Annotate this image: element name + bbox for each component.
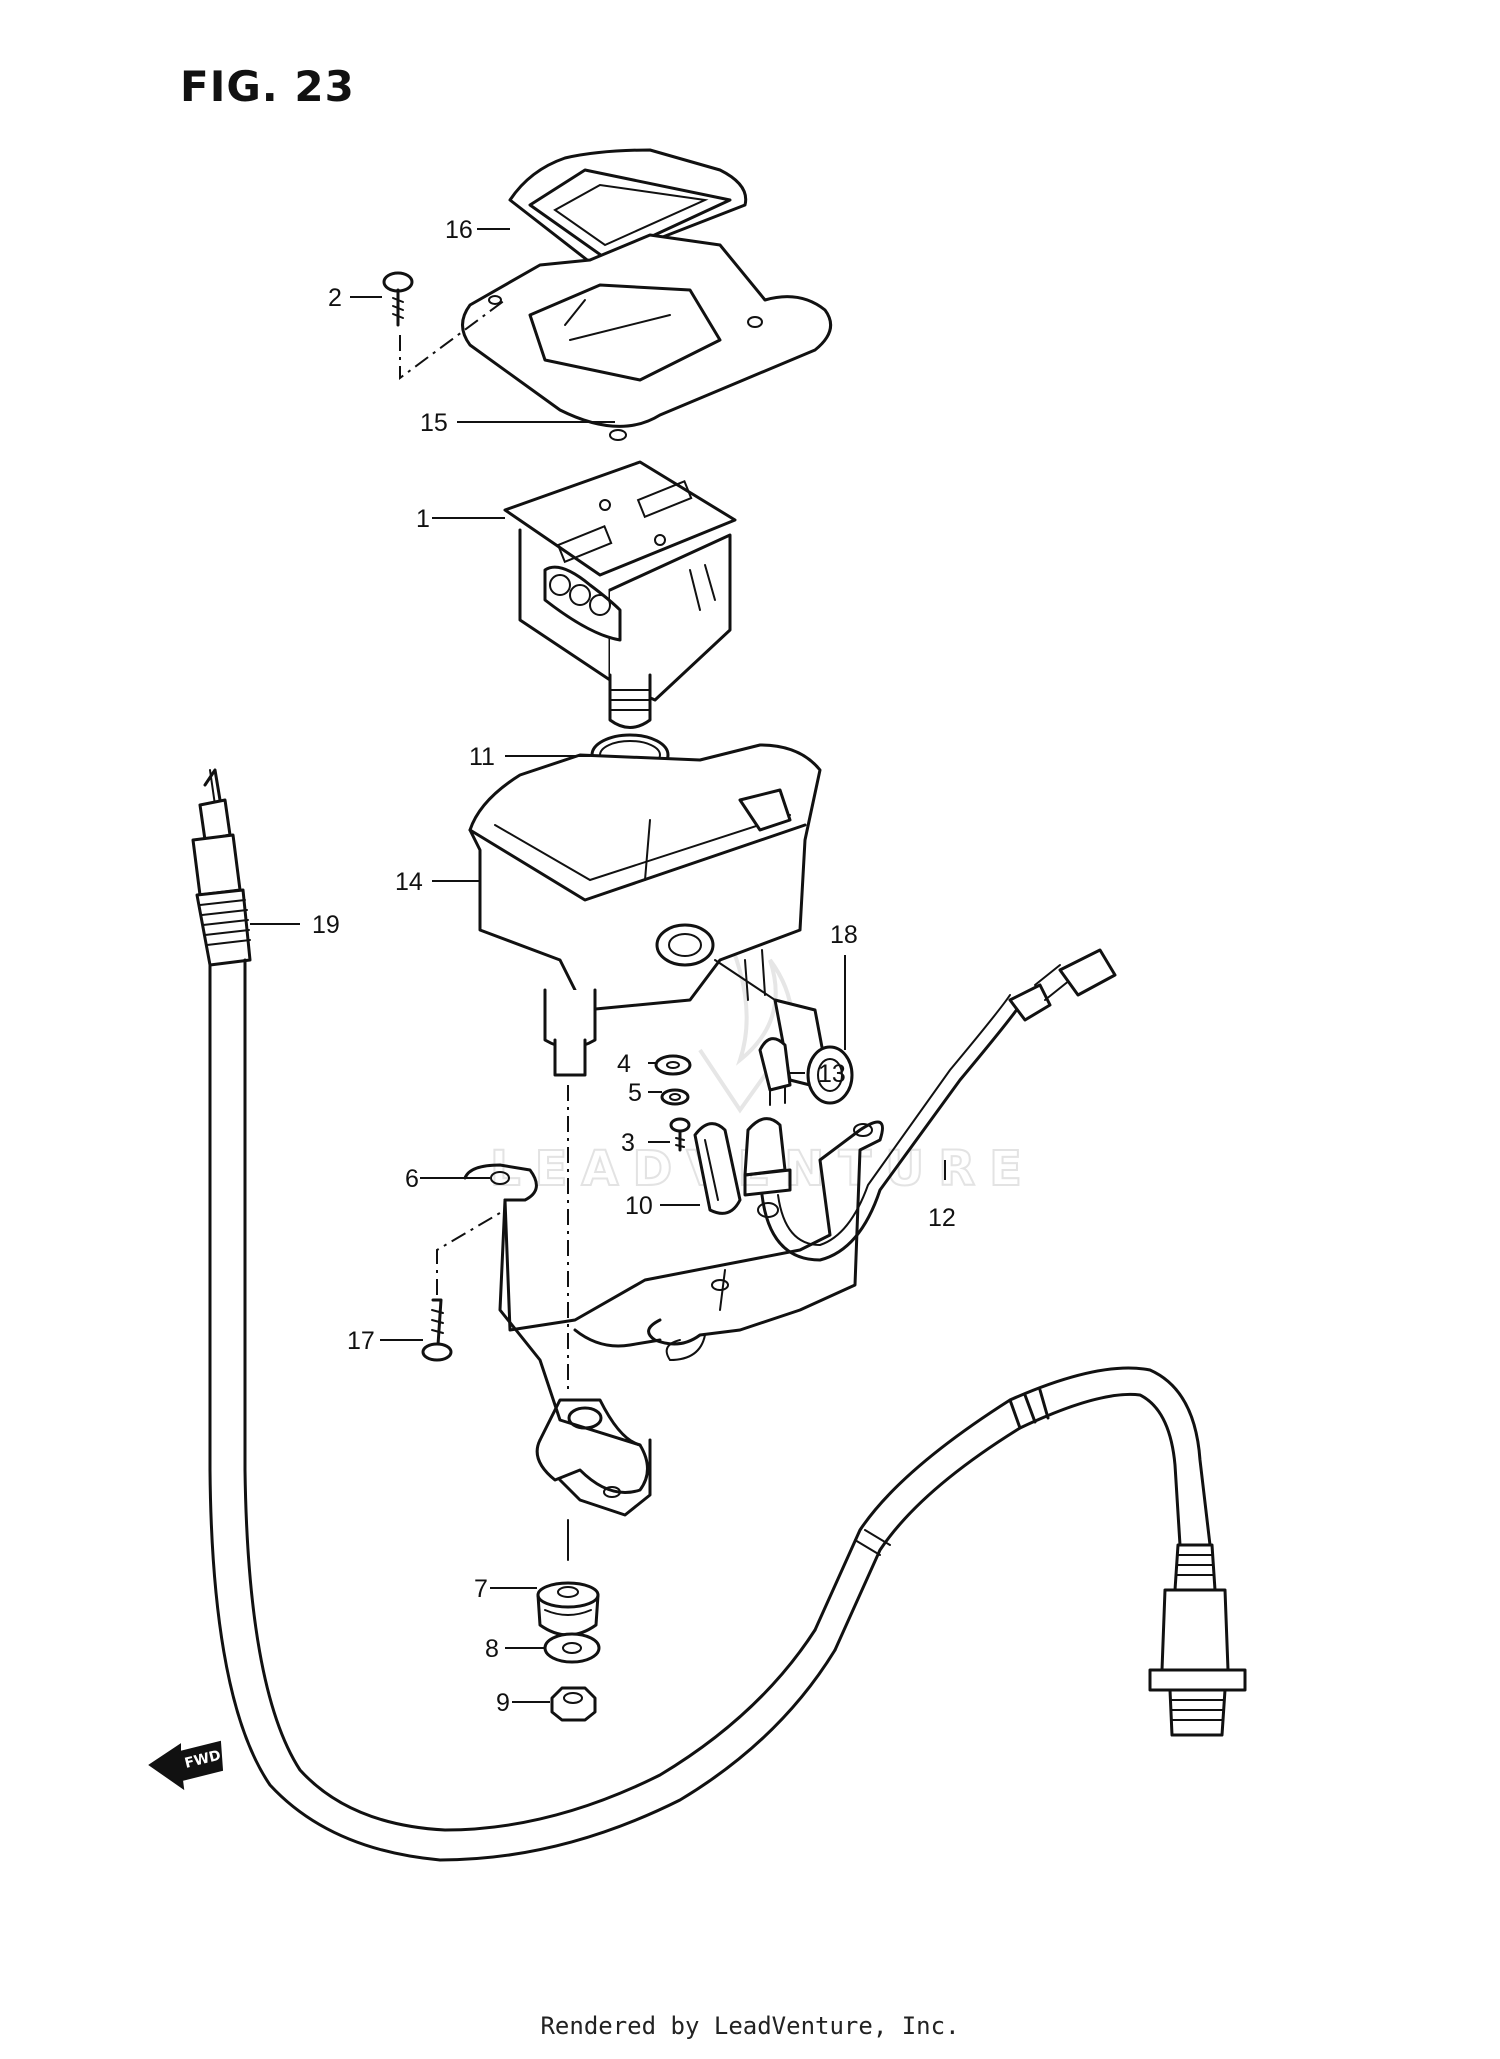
footer-credit: Rendered by LeadVenture, Inc. (540, 2012, 960, 2040)
callout-18: 18 (830, 921, 858, 949)
part-19-speedometer-cable (191, 768, 1247, 1862)
callout-8: 8 (485, 1635, 499, 1663)
callout-12: 12 (928, 1204, 956, 1232)
part-3-screw (669, 1117, 691, 1152)
callout-7: 7 (474, 1575, 488, 1603)
callout-19: 19 (312, 911, 340, 939)
callout-14: 14 (395, 868, 423, 896)
callout-13: 13 (818, 1060, 846, 1088)
callout-3: 3 (621, 1129, 635, 1157)
figure-title: FIG. 23 (180, 62, 355, 111)
callout-17: 17 (347, 1327, 375, 1355)
callout-15: 15 (420, 409, 448, 437)
callout-6: 6 (405, 1165, 419, 1193)
callout-16: 16 (445, 216, 473, 244)
part-9-nut (550, 1686, 597, 1722)
part-4-washer (654, 1054, 692, 1076)
part-6-bracket (463, 1120, 884, 1517)
part-17-screw (421, 1209, 506, 1362)
callout-10: 10 (625, 1192, 653, 1220)
part-12-wiring-harness (743, 948, 1117, 1262)
part-8-washer (543, 1632, 601, 1664)
callout-9: 9 (496, 1689, 510, 1717)
fwd-arrow-icon: FWD (148, 1740, 224, 1791)
part-10-socket (693, 1122, 742, 1215)
part-2-screw (382, 271, 506, 380)
part-15-upper-case (461, 233, 833, 441)
callout-2: 2 (328, 284, 342, 312)
part-7-grommet (536, 1581, 600, 1637)
callout-leaders (250, 228, 946, 1703)
callout-11: 11 (469, 743, 495, 771)
part-14-lower-case (468, 743, 822, 1077)
part-13-bulb (758, 1037, 792, 1106)
callout-4: 4 (617, 1050, 631, 1078)
callout-1: 1 (416, 505, 430, 533)
callout-5: 5 (628, 1079, 642, 1107)
part-1-meter-movement (503, 460, 737, 729)
part-5-washer (660, 1088, 690, 1106)
